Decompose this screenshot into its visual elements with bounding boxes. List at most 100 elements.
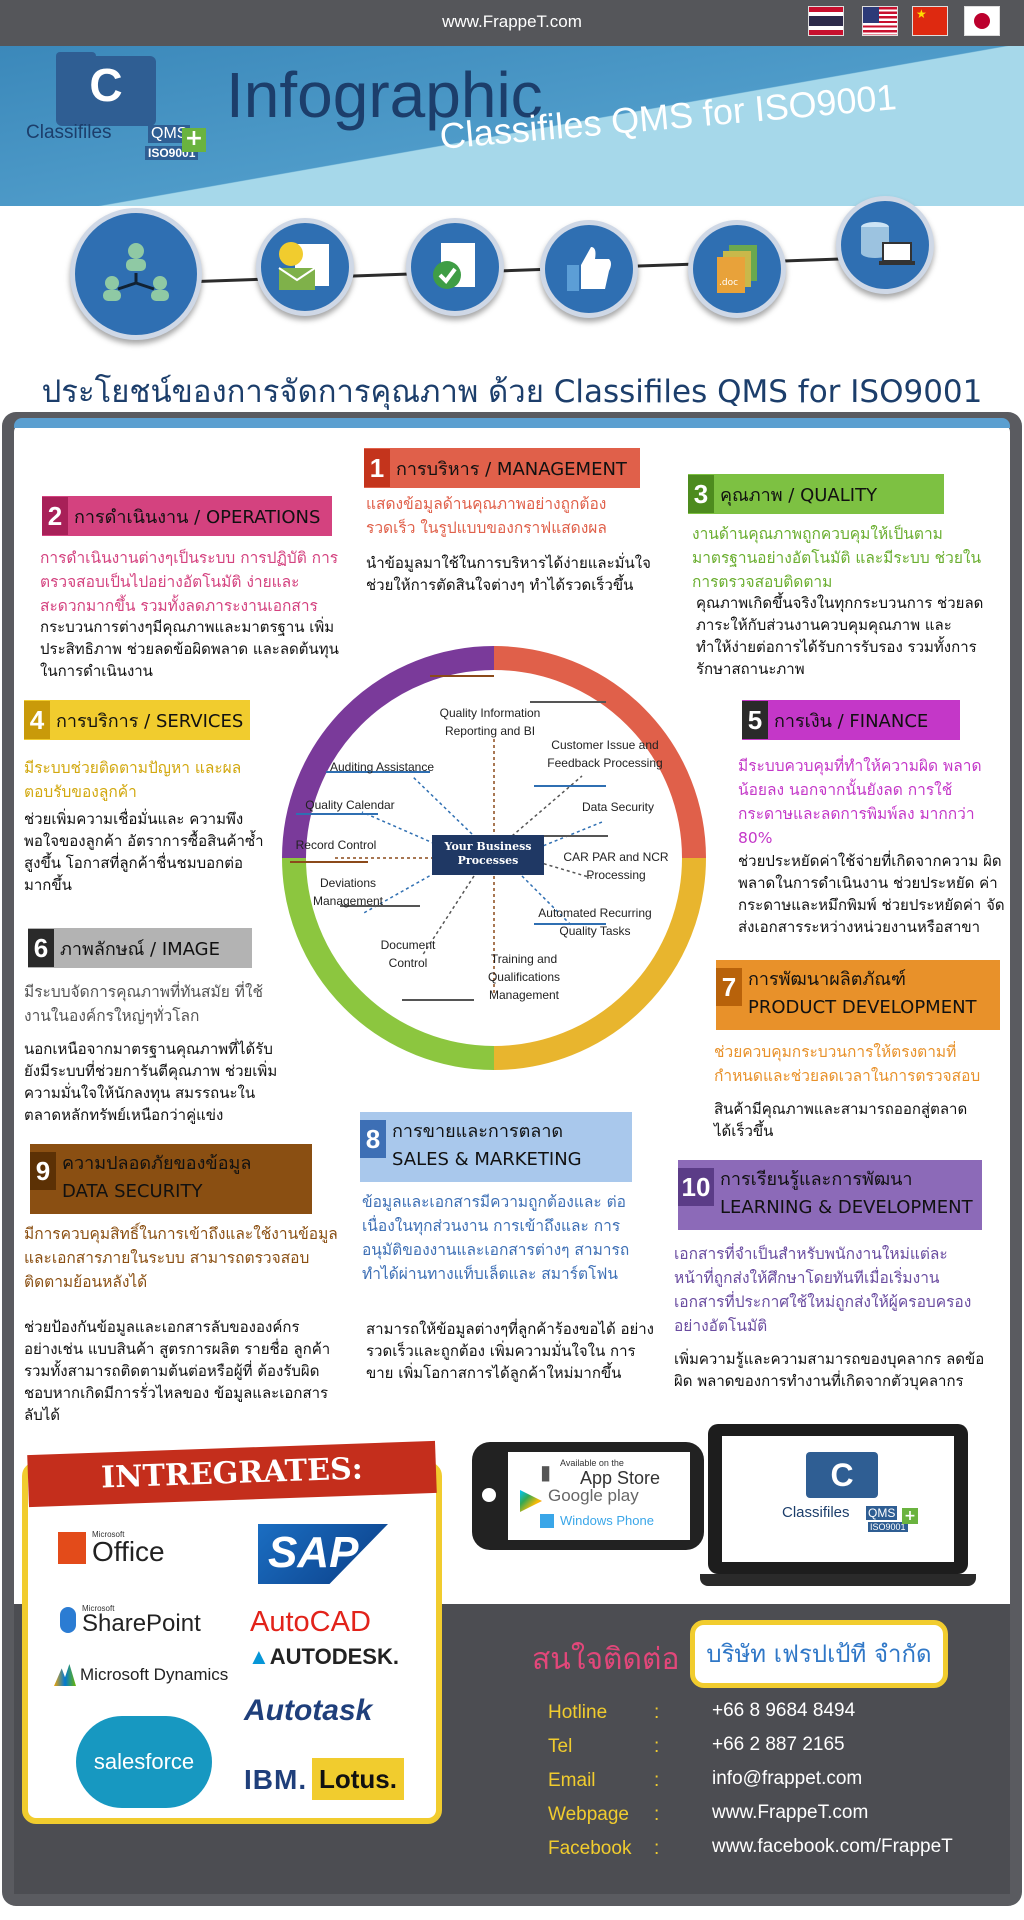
logo-text: Classifiles [26,122,112,143]
company-name-box: บริษัท เฟรปเป้ที จำกัด [690,1620,948,1688]
doc-files-icon: .doc [688,220,786,318]
laptop-logo-iso: ISO9001 [868,1522,908,1532]
section-9-highlight: มีการควบคุมสิทธิ์ในการเข้าถึงและใช้งานข้… [24,1225,338,1291]
section-1-body: นำข้อมูลมาใช้ในการบริหารได้ง่ายและมั่นใจ… [366,554,651,594]
section-6-header: 6 ภาพลักษณ์ / IMAGE [28,928,252,968]
section-8-body: สามารถให้ข้อมูลต่างๆที่ลูกค้าร้องขอได้ อ… [366,1320,654,1382]
mail-document-icon [256,218,354,316]
section-6-number: 6 [28,929,54,967]
contact-key-hotline: Hotline [548,1702,608,1723]
section-9-body: ช่วยป้องกันข้อมูลและเอกสารลับขององค์กร อ… [24,1318,331,1424]
section-3-body: คุณภาพเกิดขึ้นจริงในทุกกระบวนการ ช่วยลดภ… [696,594,984,678]
svg-text:.doc: .doc [719,278,738,288]
section-5-header: 5 การเงิน / FINANCE [742,700,960,740]
section-3-highlight: งานด้านคุณภาพถูกควบคุมให้เป็นตาม มาตรฐาน… [692,525,982,591]
section-8-number: 8 [360,1120,386,1158]
contact-colon: : [654,1736,660,1757]
contact-value-facebook[interactable]: www.facebook.com/FrappeT [712,1836,953,1857]
phone-home-button [482,1488,496,1502]
logo-folder-icon [56,56,156,126]
database-laptop-icon [836,196,934,294]
sharepoint-icon [60,1606,76,1633]
thumbs-up-icon [540,220,638,318]
section-2-header: 2 การดำเนินงาน / OPERATIONS [42,496,332,536]
contact-value-tel[interactable]: +66 2 887 2165 [712,1734,845,1755]
contact-key-tel: Tel [548,1736,573,1757]
section-7-title-en: PRODUCT DEVELOPMENT [748,997,977,1018]
section-8-header: 8 การขายและการตลาด SALES & MARKETING [360,1112,632,1182]
china-flag-icon[interactable]: ★ [912,6,948,36]
section-7-number: 7 [716,968,742,1006]
pdca-cycle-ring [282,646,706,1070]
section-5-body: ช่วยประหยัดค่าใช้จ่ายที่เกิดจากความ ผิดพ… [738,852,1005,936]
section-10-title-thai: การเรียนรู้และการพัฒนา [720,1169,913,1190]
section-1-title: การบริหาร / MANAGEMENT [396,458,627,480]
app-store-label[interactable]: App Store [580,1468,661,1488]
autotask-logo: Autotask [244,1694,373,1727]
do-arc [282,857,495,1070]
section-9-header: 9 ความปลอดภัยของข้อมูล DATA SECURITY [30,1144,312,1214]
org-chart-icon [70,208,202,340]
label-auditing: Auditing Assistance [329,760,435,774]
thai-flag-icon[interactable] [808,6,844,36]
section-5-number: 5 [742,701,768,739]
lotus-logo: Lotus. [312,1758,404,1800]
google-play-label[interactable]: Google play [548,1486,639,1505]
section-10-title-en: LEARNING & DEVELOPMENT [720,1197,973,1218]
salesforce-logo: salesforce [76,1716,212,1808]
approved-document-icon [406,218,504,316]
autodesk-logo: ▲AUTODESK. [248,1644,399,1669]
logo-qms: QMS [148,125,191,143]
laptop-base [700,1574,976,1586]
section-6-highlight: มีระบบจัดการคุณภาพที่ทันสมัย ที่ใช้งานใน… [24,983,264,1025]
section-2-title: การดำเนินงาน / OPERATIONS [74,506,321,528]
benefits-heading: ประโยชน์ของการจัดการคุณภาพ ด้วย Classifi… [41,374,983,410]
section-10-number: 10 [678,1168,714,1206]
us-flag-icon[interactable] [862,6,898,36]
site-url[interactable]: www.FrappeT.com [442,12,582,31]
section-7-highlight: ช่วยควบคุมกระบวนการให้ตรงตามที่ กำหนดและ… [714,1043,981,1085]
section-10-header: 10 การเรียนรู้และการพัฒนา LEARNING & DEV… [678,1160,982,1230]
contact-value-hotline[interactable]: +66 8 9684 8494 [712,1700,856,1721]
center-line-2: Processes [457,854,519,867]
sharepoint-logo: Microsoft SharePoint [60,1604,201,1636]
japan-flag-icon[interactable] [964,6,1000,36]
section-9-title-en: DATA SECURITY [62,1181,203,1202]
section-7-title-thai: การพัฒนาผลิตภัณฑ์ [748,969,906,990]
apple-icon: ▮ [540,1460,552,1484]
windows-icon [540,1514,554,1528]
autodesk-icon: ▲ [248,1644,270,1669]
dynamics-logo: Microsoft Dynamics [54,1664,228,1686]
section-1-header: 1 การบริหาร / MANAGEMENT [364,448,640,488]
contact-colon: : [654,1702,660,1723]
app-store-available: Available on the [560,1458,624,1468]
laptop-logo-text: Classifiles [782,1504,850,1521]
contact-value-email[interactable]: info@frappet.com [712,1768,863,1789]
contact-colon: : [654,1770,660,1791]
laptop-logo-qms: QMS [866,1506,898,1520]
contact-value-webpage[interactable]: www.FrappeT.com [712,1802,869,1823]
contact-key-email: Email [548,1770,596,1791]
label-data-security: Data Security [581,800,655,814]
section-10-highlight: เอกสารที่จำเป็นสำหรับพนักงานใหม่แต่ละ หน… [674,1245,972,1335]
panel-top-strip [14,418,1010,428]
section-4-body: ช่วยเพิ่มความเชื่อมั่นและ ความพึงพอใจของ… [24,810,264,894]
section-2-body: กระบวนการต่างๆมีคุณภาพและมาตรฐาน เพิ่มปร… [40,618,339,680]
contact-key-facebook: Facebook [548,1838,632,1859]
section-3-header: 3 คุณภาพ / QUALITY [688,474,944,514]
check-arc [493,857,706,1070]
label-record-control: Record Control [295,838,377,852]
section-2-number: 2 [42,497,68,535]
windows-phone-label[interactable]: Windows Phone [560,1513,654,1528]
section-5-highlight: มีระบบควบคุมที่ทำให้ความผิด พลาดน้อยลง น… [738,757,982,847]
contact-heading: สนใจติดต่อ [532,1642,680,1677]
section-8-title-thai: การขายและการตลาด [392,1121,564,1142]
laptop-logo-plus: + [902,1508,918,1524]
